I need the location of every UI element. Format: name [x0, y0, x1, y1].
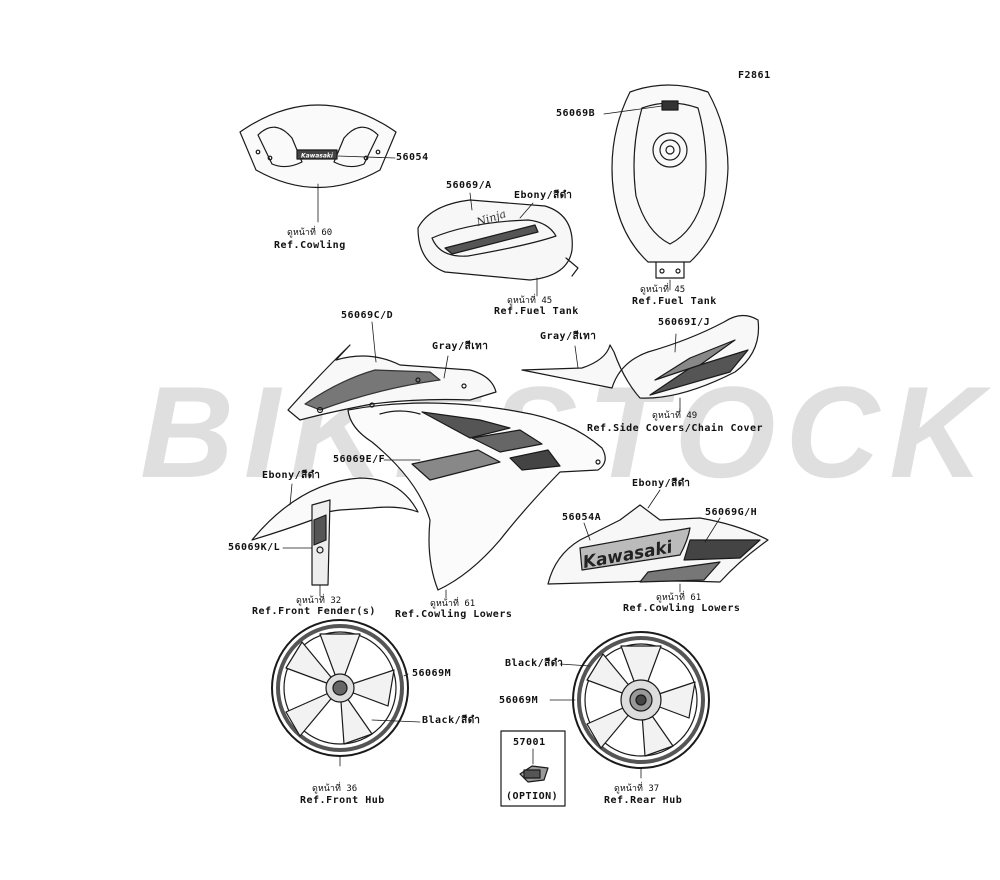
front-wheel-drawing [271, 619, 421, 767]
color-ebony-2: Ebony/สีดำ [262, 470, 321, 481]
color-gray-2: Gray/สีเทา [540, 331, 597, 342]
callout-upper-cowl: 56069C/D [341, 310, 394, 321]
front-fender-drawing [251, 477, 419, 597]
callout-side-cover: 56069I/J [658, 317, 711, 328]
rear-wheel-drawing [549, 631, 710, 779]
figure-code: F2861 [738, 70, 771, 81]
side-cover-drawing [521, 314, 760, 413]
callout-option-clip: 57001 [513, 737, 546, 748]
page-ref-cowling-lowers-b: ดูหน้าที่ 61 [656, 593, 702, 603]
callout-middle-cowl: 56069E/F [333, 454, 386, 465]
callout-windshield: 56054 [396, 152, 429, 163]
page-ref-fuel-tank-a: ดูหน้าที่ 45 [507, 296, 553, 306]
callout-front-wheel: 56069M [412, 668, 452, 679]
ref-side-covers: Ref.Side Covers/Chain Cover [587, 423, 764, 434]
page-ref-front-hub: ดูหน้าที่ 36 [312, 784, 358, 794]
tank-top-cover-drawing: Ninja [417, 192, 579, 297]
page-ref-cowling-lowers-a: ดูหน้าที่ 61 [430, 599, 476, 609]
callout-tank-top-cover: 56069/A [446, 180, 492, 191]
option-label: (OPTION) [506, 791, 559, 802]
color-black-1: Black/สีดำ [422, 715, 481, 726]
windshield-decal-text: Kawasaki [301, 153, 334, 160]
callout-front-fender: 56069K/L [228, 542, 281, 553]
ref-cowling-lowers-a: Ref.Cowling Lowers [395, 609, 513, 620]
page-ref-fuel-tank-b: ดูหน้าที่ 45 [640, 285, 686, 295]
color-gray-1: Gray/สีเทา [432, 341, 489, 352]
ref-fuel-tank-b: Ref.Fuel Tank [632, 296, 717, 307]
lower-cowl-drawing: Kawasaki [547, 489, 769, 593]
watermark-part2: VN [993, 359, 1000, 505]
color-ebony-3: Ebony/สีดำ [632, 478, 691, 489]
page-ref-cowling: ดูหน้าที่ 60 [287, 228, 333, 238]
option-box-drawing [500, 730, 566, 807]
color-ebony-1: Ebony/สีดำ [514, 190, 573, 201]
callout-fuel-tank-cover: 56069B [556, 108, 596, 119]
callout-lower-cowl-stripe: 56069G/H [705, 507, 758, 518]
ref-front-hub: Ref.Front Hub [300, 795, 385, 806]
page-ref-side-covers: ดูหน้าที่ 49 [652, 411, 698, 421]
ref-cowling: Ref.Cowling [274, 240, 346, 251]
ref-front-fender: Ref.Front Fender(s) [252, 606, 376, 617]
callout-rear-wheel: 56069M [499, 695, 539, 706]
windshield-drawing: Kawasaki [239, 104, 397, 223]
upper-cowl-drawing [287, 321, 497, 421]
ref-cowling-lowers-b: Ref.Cowling Lowers [623, 603, 741, 614]
ref-rear-hub: Ref.Rear Hub [604, 795, 683, 806]
ref-fuel-tank-a: Ref.Fuel Tank [494, 306, 579, 317]
page-ref-front-fender: ดูหน้าที่ 32 [296, 596, 342, 606]
middle-cowl-drawing [347, 402, 606, 599]
callout-lower-cowl-kawasaki: 56054A [562, 512, 602, 523]
page-ref-rear-hub: ดูหน้าที่ 37 [614, 784, 660, 794]
fuel-tank-drawing [603, 84, 729, 291]
color-black-2: Black/สีดำ [505, 658, 564, 669]
